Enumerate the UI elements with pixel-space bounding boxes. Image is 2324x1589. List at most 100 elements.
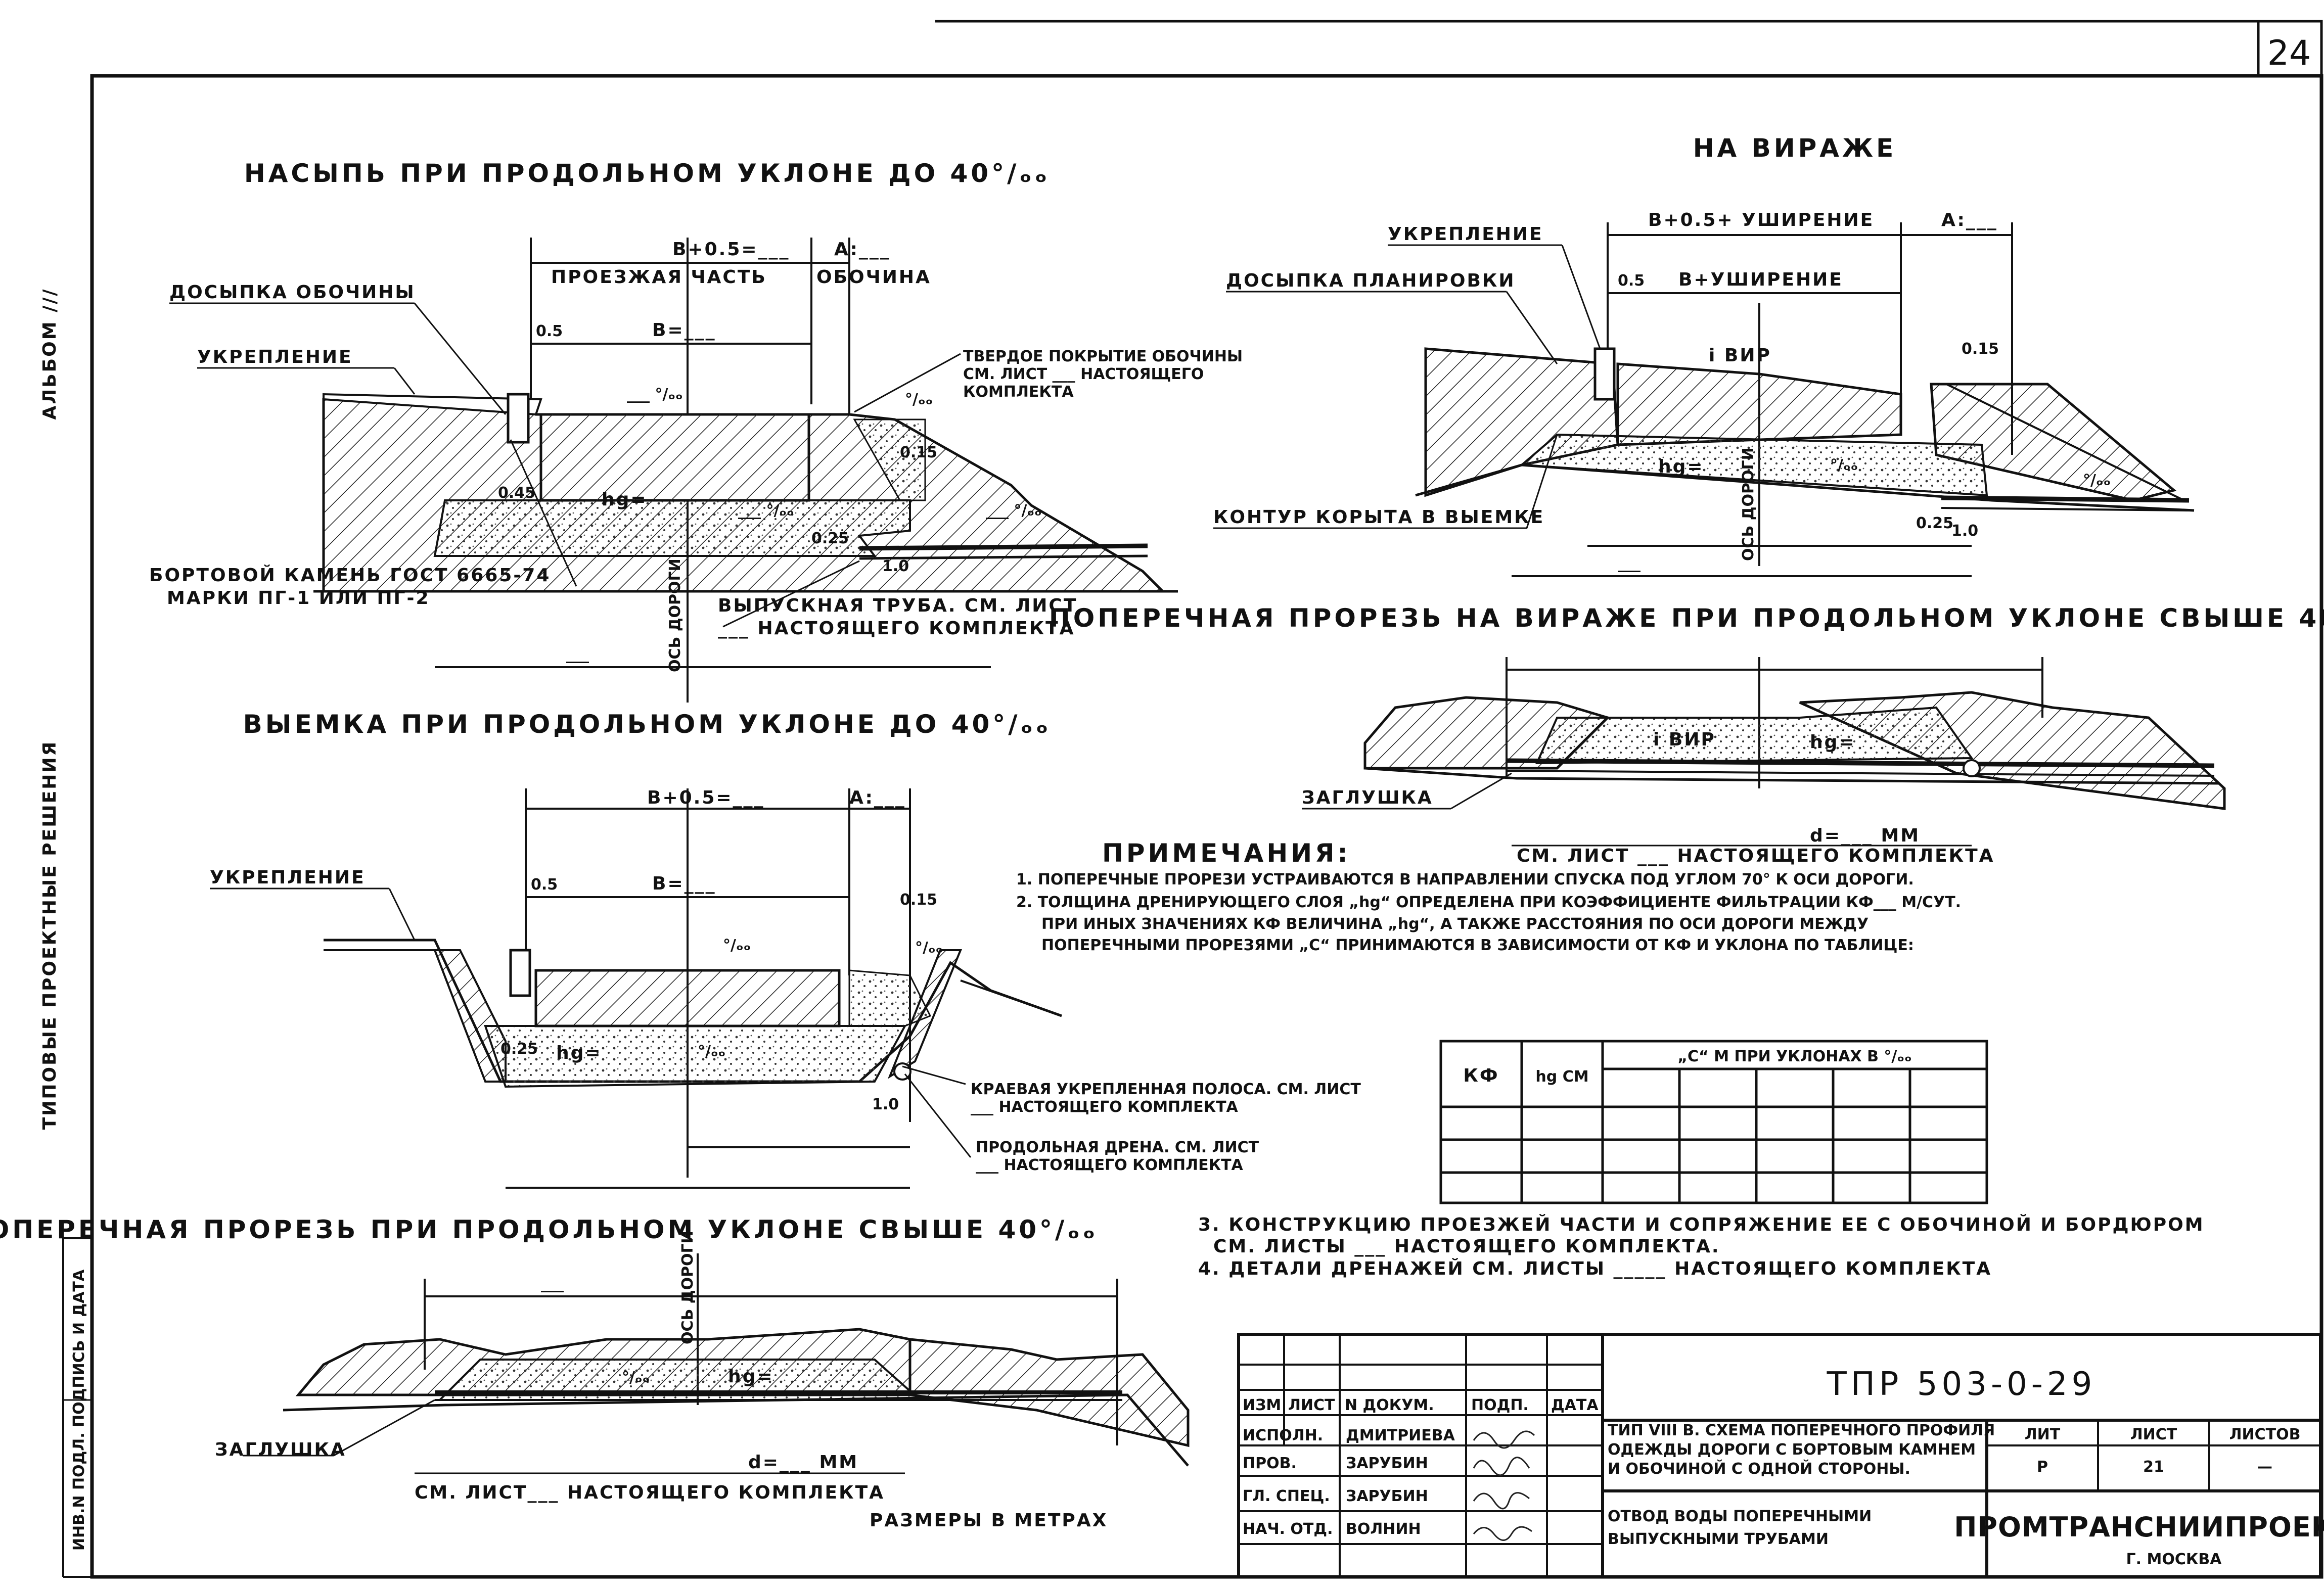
emb-slope-pipe: ___ °/ₒₒ (986, 502, 1042, 520)
emb-dim-05: 0.5 (536, 322, 563, 340)
cross-cut-units: РАЗМЕРЫ В МЕТРАХ (870, 1510, 1108, 1531)
cut-dim-05: 0.5 (531, 876, 558, 894)
tb-head-izm: ИЗМ (1243, 1396, 1281, 1414)
doc-code: ТПР 503-0-29 (1827, 1366, 2097, 1403)
note-4: 4. ДЕТАЛИ ДРЕНАЖЕЙ СМ. ЛИСТЫ _____ НАСТО… (1198, 1258, 1992, 1279)
curve-contour-label: КОНТУР КОРЫТА В ВЫЕМКЕ (1213, 507, 1544, 528)
curve-slope-r: °/ₒₒ (2083, 472, 2111, 489)
tb-head-date: ДАТА (1551, 1396, 1599, 1414)
curve-dim-05: 0.5 (1618, 272, 1645, 290)
cut-drain-2: ___ НАСТОЯЩЕГО КОМПЛЕКТА (976, 1156, 1244, 1174)
emb-dim-b: B=___ (652, 320, 716, 341)
page-number: 24 (2267, 33, 2311, 73)
emb-curb-1: БОРТОВОЙ КАМЕНЬ ГОСТ 6665-74 (149, 565, 551, 586)
cut-d10: 1.0 (872, 1096, 899, 1113)
tb-sheet: 21 (2143, 1458, 2164, 1476)
cross-cut-hg: hg= (728, 1366, 774, 1387)
cut-dim-b: B=___ (652, 873, 716, 894)
tb-name-2: ЗАРУБИН (1346, 1455, 1428, 1472)
emb-hard-cover-2: СМ. ЛИСТ ___ НАСТОЯЩЕГО (963, 365, 1204, 383)
cut-section: ВЫЕМКА ПРИ ПРОДОЛЬНОМ УКЛОНЕ ДО 40°/ₒₒ B… (210, 710, 1361, 1189)
cut-slope-base: °/ₒₒ (698, 1043, 725, 1060)
tb-desc2-2: ВЫПУСКНЫМИ ТРУБАМИ (1608, 1530, 1829, 1548)
emb-d10: 1.0 (882, 557, 909, 575)
tb-sheet-head: ЛИСТ (2130, 1426, 2177, 1443)
notes-block: ПРИМЕЧАНИЯ: 1. ПОПЕРЕЧНЫЕ ПРОРЕЗИ УСТРАИ… (1016, 838, 2205, 1279)
emb-carriageway-label: ПРОЕЗЖАЯ ЧАСТЬ (551, 267, 767, 288)
tb-org: ПРОМТРАНСНИИПРОЕКТ (1954, 1511, 2324, 1543)
emb-curb-2: МАРКИ ПГ-1 ИЛИ ПГ-2 (167, 588, 430, 609)
curve-dim-b: B+УШИРЕНИЕ (1678, 269, 1843, 290)
curve-section: НА ВИРАЖЕ B+0.5+ УШИРЕНИЕ A:___ 0.5 B+УШ… (1213, 133, 2195, 577)
curve-ukreplenie-label: УКРЕПЛЕНИЕ (1388, 224, 1543, 245)
sheet-frame (62, 20, 2323, 1579)
side-stamp-text: ИНВ.N ПОДЛ. ПОДПИСЬ И ДАТА (70, 1269, 88, 1551)
curve-cut-see-sheet: СМ. ЛИСТ ___ НАСТОЯЩЕГО КОМПЛЕКТА (1517, 846, 1995, 866)
table-head-hg: hg СМ (1535, 1068, 1588, 1086)
tb-role-2: ПРОВ. (1243, 1455, 1297, 1472)
curve-cut-hg: hg= (1810, 732, 1856, 753)
tb-sheets: — (2257, 1458, 2272, 1476)
cut-dim-top: B+0.5=___ (647, 787, 765, 808)
emb-d025: 0.25 (811, 530, 849, 547)
notes-title: ПРИМЕЧАНИЯ: (1102, 838, 1351, 868)
tb-desc1-1: ТИП VIII В. СХЕМА ПОПЕРЕЧНОГО ПРОФИЛЯ (1608, 1422, 1995, 1439)
curve-dim-top: B+0.5+ УШИРЕНИЕ (1648, 210, 1874, 230)
note-2b: ПРИ ИНЫХ ЗНАЧЕНИЯХ КФ ВЕЛИЧИНА „hg“, А Т… (1041, 915, 1869, 933)
cross-cut-slope: °/ₒₒ (622, 1369, 650, 1386)
curve-cut-section: ПОПЕРЕЧНАЯ ПРОРЕЗЬ НА ВИРАЖЕ ПРИ ПРОДОЛЬ… (1049, 603, 2324, 866)
embankment-title: НАСЫПЬ ПРИ ПРОДОЛЬНОМ УКЛОНЕ ДО 40°/ₒₒ (244, 159, 1050, 188)
side-solutions-text: ТИПОВЫЕ ПРОЕКТНЫЕ РЕШЕНИЯ (39, 740, 60, 1130)
curve-i-vir: i ВИР (1709, 345, 1771, 366)
signature-marks (1473, 1430, 1535, 1541)
curve-d10: 1.0 (1951, 522, 1978, 540)
tb-name-1: ДМИТРИЕВА (1346, 1427, 1455, 1444)
emb-outlet-2: ___ НАСТОЯЩЕГО КОМПЛЕКТА (718, 618, 1075, 639)
curve-title: НА ВИРАЖЕ (1693, 133, 1897, 163)
title-block: ТПР 503-0-29 ИЗМ ЛИСТ N ДОКУМ. ПОДП. ДАТ… (1237, 1333, 2324, 1578)
note-3: 3. КОНСТРУКЦИЮ ПРОЕЗЖЕЙ ЧАСТИ И СОПРЯЖЕН… (1198, 1214, 2205, 1235)
emb-hg: hg= (602, 489, 648, 510)
emb-d015: 0.15 (900, 444, 937, 461)
curve-dim: ___ (1618, 555, 1641, 573)
cut-slope-r: °/ₒₒ (915, 939, 943, 957)
emb-slope-shoulder: °/ₒₒ (905, 391, 933, 408)
cut-dim-a: A:___ (849, 787, 906, 808)
tb-lit: Р (2037, 1458, 2048, 1476)
cut-edge-strip-2: ___ НАСТОЯЩЕГО КОМПЛЕКТА (971, 1098, 1239, 1116)
curve-d025: 0.25 (1916, 515, 1953, 532)
tb-head-doc: N ДОКУМ. (1345, 1396, 1434, 1414)
tb-name-3: ЗАРУБИН (1346, 1487, 1428, 1505)
curve-dim-a: A:___ (1941, 210, 1998, 230)
curve-slope-base: °/ₒₒ (1830, 456, 1858, 474)
cross-cut-see-sheet: СМ. ЛИСТ___ НАСТОЯЩЕГО КОМПЛЕКТА (415, 1482, 885, 1503)
embankment-section: НАСЫПЬ ПРИ ПРОДОЛЬНОМ УКЛОНЕ ДО 40°/ₒₒ B… (149, 159, 1243, 703)
tb-lit-head: ЛИТ (2025, 1426, 2061, 1443)
curve-cut-d-label: d=___ ММ (1810, 825, 1920, 846)
cut-d025: 0.25 (500, 1040, 538, 1058)
emb-dim-top: B+0.5=___ (672, 239, 790, 260)
emb-road-axis: ОСЬ ДОРОГИ (666, 558, 684, 672)
tb-role-1: ИСПОЛН. (1243, 1427, 1323, 1444)
cross-cut-title: ПОПЕРЕЧНАЯ ПРОРЕЗЬ ПРИ ПРОДОЛЬНОМ УКЛОНЕ… (0, 1215, 1098, 1244)
cut-title: ВЫЕМКА ПРИ ПРОДОЛЬНОМ УКЛОНЕ ДО 40°/ₒₒ (243, 710, 1052, 739)
note-2: 2. ТОЛЩИНА ДРЕНИРУЮЩЕГО СЛОЯ „hg“ ОПРЕДЕ… (1016, 894, 1961, 911)
tb-city: Г. МОСКВА (2126, 1551, 2222, 1568)
curve-road-axis: ОСЬ ДОРОГИ (1740, 447, 1757, 561)
emb-shoulder-label: ОБОЧИНА (816, 267, 931, 288)
curve-hg: hg= (1658, 456, 1704, 477)
curve-cut-title: ПОПЕРЕЧНАЯ ПРОРЕЗЬ НА ВИРАЖЕ ПРИ ПРОДОЛЬ… (1049, 603, 2324, 633)
tb-desc2-1: ОТВОД ВОДЫ ПОПЕРЕЧНЫМИ (1608, 1508, 1872, 1525)
cut-edge-strip-1: КРАЕВАЯ УКРЕПЛЕННАЯ ПОЛОСА. СМ. ЛИСТ (971, 1081, 1361, 1098)
emb-slope-main: ___ °/ₒₒ (627, 386, 683, 403)
emb-slope-base: ___ °/ₒₒ (738, 502, 794, 520)
emb-dim-a: A:___ (834, 239, 891, 260)
cross-cut-axis: ОСЬ ДОРОГИ (679, 1231, 697, 1344)
cut-ukreplenie-label: УКРЕПЛЕНИЕ (210, 867, 366, 888)
cross-cut-dim: ___ (541, 1275, 564, 1293)
cross-cut-d-label: d=___ ММ (748, 1452, 858, 1473)
tb-sheets-head: ЛИСТОВ (2229, 1426, 2301, 1443)
emb-dosypka-label: ДОСЫПКА ОБОЧИНЫ (169, 282, 416, 303)
side-album-text: АЛЬБОМ /// (39, 288, 60, 419)
